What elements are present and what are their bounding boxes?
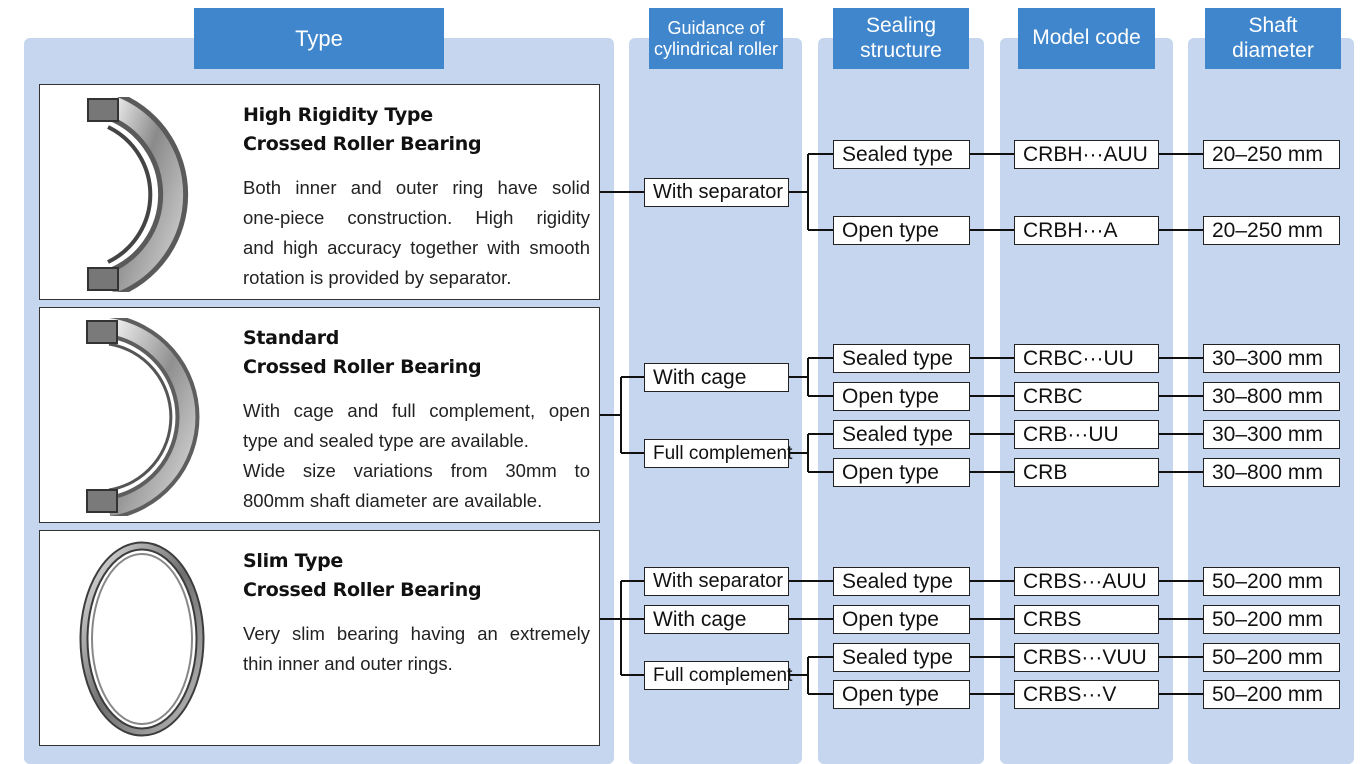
shaft-diameter-box: 50–200 mm [1203, 680, 1340, 709]
type-desc-line: type and sealed type are available. [243, 430, 529, 451]
sealing-box: Sealed type [833, 140, 970, 169]
model-code-box: CRB···UU [1014, 420, 1159, 449]
guidance-box: Full complement [644, 439, 792, 468]
shaft-diameter-box: 50–200 mm [1203, 643, 1340, 672]
shaft-diameter-box: 30–800 mm [1203, 458, 1340, 487]
model-code-box: CRBH···AUU [1014, 140, 1159, 169]
header-sealing: Sealing structure [833, 8, 969, 69]
model-code-box: CRBC [1014, 382, 1159, 411]
model-code-box: CRBH···A [1014, 216, 1159, 245]
header-shaft-line1: Shaft [1248, 14, 1298, 38]
type-title-line: High Rigidity Type [243, 104, 433, 126]
header-shaft: Shaft diameter [1205, 8, 1341, 69]
sealing-box: Sealed type [833, 344, 970, 373]
sealing-box: Open type [833, 605, 970, 634]
guidance-box: Full complement [644, 661, 792, 690]
shaft-diameter-box: 30–300 mm [1203, 420, 1340, 449]
shaft-diameter-box: 30–300 mm [1203, 344, 1340, 373]
model-code-box: CRBS [1014, 605, 1159, 634]
header-sealing-line2: structure [860, 38, 942, 62]
sealing-box: Open type [833, 216, 970, 245]
type-desc-standard: With cage and full complement, open type… [243, 396, 590, 516]
type-title-line: Crossed Roller Bearing [243, 133, 482, 155]
type-desc-high-rigidity: Both inner and outer ring have solid one… [243, 173, 590, 293]
shaft-diameter-box: 50–200 mm [1203, 605, 1340, 634]
type-desc-line: With cage and full complement, open [243, 400, 590, 421]
bearing-image-high-rigidity [87, 97, 189, 292]
bearing-image-standard [86, 318, 200, 516]
guidance-box: With cage [644, 605, 789, 634]
guidance-box: With cage [644, 363, 789, 392]
type-desc-line: Wide size variations from 30mm to [243, 460, 590, 481]
type-card-high-rigidity: High Rigidity Type Crossed Roller Bearin… [39, 84, 600, 300]
sealing-box: Sealed type [833, 567, 970, 596]
shaft-diameter-box: 50–200 mm [1203, 567, 1340, 596]
model-code-box: CRBS···V [1014, 680, 1159, 709]
shaft-diameter-box: 30–800 mm [1203, 382, 1340, 411]
guidance-box: With separator [644, 178, 789, 207]
type-card-slim: Slim Type Crossed Roller Bearing Very sl… [39, 530, 600, 746]
shaft-diameter-box: 20–250 mm [1203, 216, 1340, 245]
type-title-slim: Slim Type Crossed Roller Bearing [243, 547, 482, 605]
type-title-line: Standard [243, 327, 340, 349]
guidance-column [629, 38, 802, 764]
model-code-box: CRBS···VUU [1014, 643, 1159, 672]
type-desc-line: rotation is provided by separator. [243, 267, 512, 288]
header-shaft-line2: diameter [1232, 38, 1314, 62]
header-model-label: Model code [1032, 26, 1141, 50]
header-guidance-line2: cylindrical roller [653, 38, 779, 59]
type-desc-slim: Very slim bearing having an extremely th… [243, 619, 590, 679]
sealing-box: Open type [833, 382, 970, 411]
type-title-line: Crossed Roller Bearing [243, 356, 482, 378]
guidance-box: With separator [644, 567, 789, 596]
sealing-box: Sealed type [833, 643, 970, 672]
type-desc-line: Very slim bearing having an extremely [243, 623, 590, 644]
type-desc-line: Both inner and outer ring have solid [243, 177, 590, 198]
type-desc-line: thin inner and outer rings. [243, 653, 453, 674]
header-type: Type [194, 8, 444, 69]
header-guidance-line1: Guidance of [667, 17, 765, 38]
type-desc-line: one-piece construction. High rigidity [243, 207, 590, 228]
bearing-image-slim [79, 541, 205, 737]
type-desc-line: and high accuracy together with smooth [243, 237, 590, 258]
model-code-box: CRBS···AUU [1014, 567, 1159, 596]
sealing-box: Sealed type [833, 420, 970, 449]
header-model: Model code [1018, 8, 1155, 69]
header-type-label: Type [295, 25, 343, 51]
model-code-box: CRB [1014, 458, 1159, 487]
shaft-diameter-box: 20–250 mm [1203, 140, 1340, 169]
model-code-box: CRBC···UU [1014, 344, 1159, 373]
type-title-standard: Standard Crossed Roller Bearing [243, 324, 482, 382]
sealing-box: Open type [833, 680, 970, 709]
type-title-line: Crossed Roller Bearing [243, 579, 482, 601]
type-title-high-rigidity: High Rigidity Type Crossed Roller Bearin… [243, 101, 482, 159]
header-sealing-line1: Sealing [865, 14, 937, 38]
type-title-line: Slim Type [243, 550, 344, 572]
type-card-standard: Standard Crossed Roller Bearing With cag… [39, 307, 600, 523]
header-guidance: Guidance of cylindrical roller [649, 8, 783, 69]
sealing-box: Open type [833, 458, 970, 487]
type-desc-line: 800mm shaft diameter are available. [243, 490, 543, 511]
